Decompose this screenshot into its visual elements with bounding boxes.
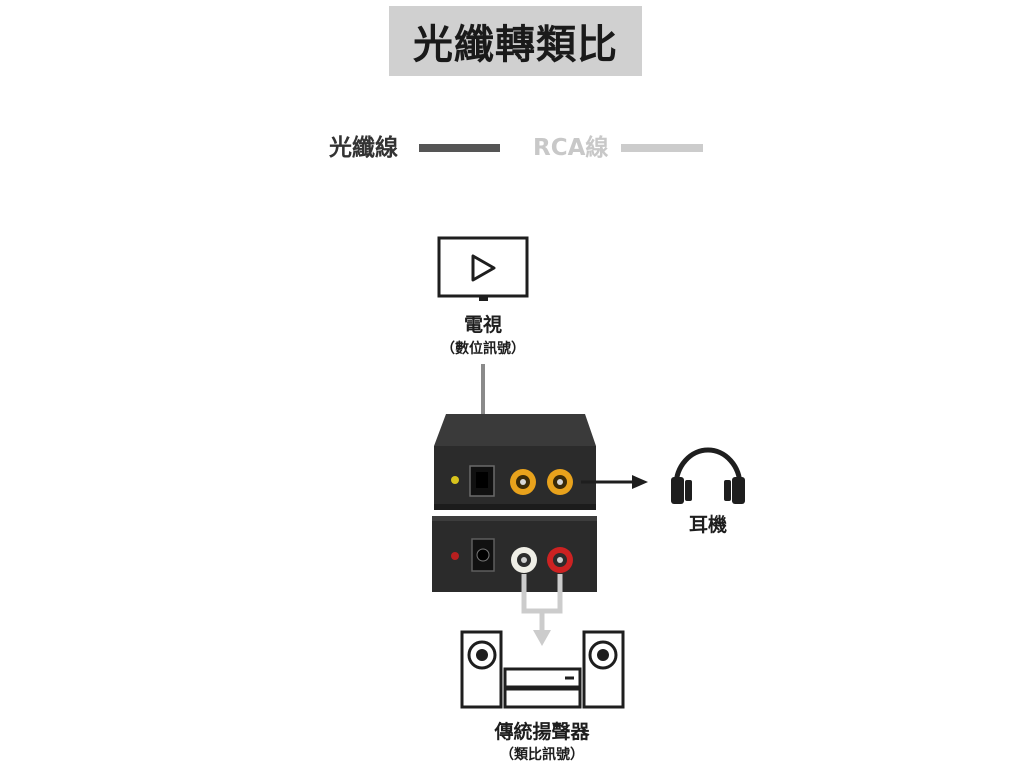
legend-fiber-label: 光纖線 — [329, 135, 398, 161]
legend-fiber-line — [419, 144, 500, 152]
tv-label: 電視 — [463, 314, 502, 336]
rca-cable — [521, 574, 563, 646]
speakers-sublabel: （類比訊號） — [500, 747, 584, 763]
headphone-arrow — [581, 475, 648, 489]
status-led-red — [451, 552, 459, 560]
headphones-label: 耳機 — [688, 514, 727, 536]
status-led-yellow — [451, 476, 459, 484]
legend-rca-label: RCA線 — [533, 135, 609, 161]
converter-top-unit — [434, 414, 596, 510]
headphones-icon — [671, 447, 745, 504]
page-title: 光纖轉類比 — [413, 22, 618, 68]
speakers-icon — [460, 630, 625, 709]
legend-rca-line — [621, 144, 703, 152]
tv-icon — [437, 236, 529, 301]
speakers-label: 傳統揚聲器 — [494, 721, 590, 743]
converter-bottom-unit — [432, 516, 597, 592]
title-banner: 光纖轉類比 — [389, 6, 642, 76]
tv-sublabel: （數位訊號） — [441, 341, 525, 357]
